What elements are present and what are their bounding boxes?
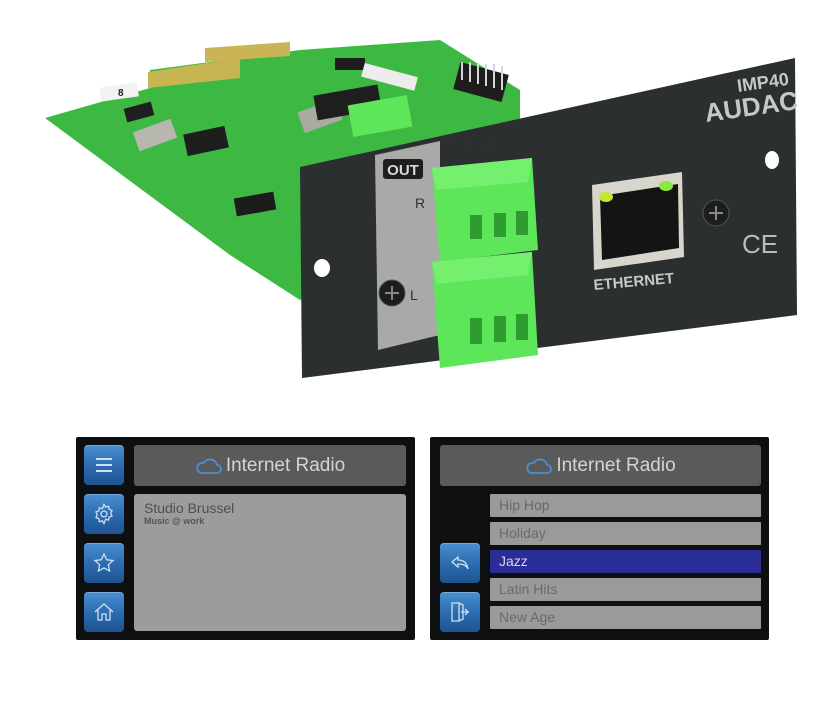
list-item-new-age[interactable]: New Age [490, 606, 761, 629]
hamburger-menu-icon [96, 458, 112, 472]
cloud-icon [196, 458, 222, 474]
title-text: Internet Radio [556, 454, 676, 476]
activity-led [659, 181, 673, 191]
ce-mark: CE [742, 229, 778, 259]
now-playing-panel: Studio Brussel Music @ work [134, 494, 406, 631]
title-text: Internet Radio [225, 454, 346, 476]
exit-button[interactable] [440, 592, 480, 632]
screen-now-playing: Internet Radio Studio Brussel Music @ wo… [76, 437, 415, 640]
channel-r-label: R [415, 195, 425, 211]
terminal-block-l [432, 252, 538, 368]
list-item-hip-hop[interactable]: Hip Hop [490, 494, 761, 517]
back-arrow-icon [450, 555, 469, 570]
mounting-hole-left [314, 259, 330, 277]
ethernet-label: ETHERNET [593, 270, 675, 294]
title-bar: Internet Radio [134, 445, 406, 486]
ethernet-port [592, 172, 684, 270]
list-item-jazz[interactable]: Jazz [490, 550, 761, 573]
station-subtitle: Music @ work [144, 516, 205, 526]
menu-button[interactable] [84, 445, 124, 485]
cloud-icon [526, 458, 553, 474]
list-item-holiday[interactable]: Holiday [490, 522, 761, 545]
station-name: Studio Brussel [144, 500, 235, 516]
terminal-minus-label: − [445, 136, 453, 151]
gear-icon [95, 503, 113, 525]
svg-text:8: 8 [118, 88, 124, 99]
home-button[interactable] [84, 592, 124, 632]
mounting-hole-right [765, 151, 779, 169]
home-icon [94, 603, 114, 621]
favorites-button[interactable] [84, 543, 124, 583]
terminal-ground-label: ⊥ [484, 134, 495, 149]
exit-door-icon [451, 602, 469, 622]
star-icon [93, 552, 115, 573]
settings-button[interactable] [84, 494, 124, 534]
product-photo: 8 OUT R L − + ⊥ [45, 40, 800, 378]
back-button[interactable] [440, 543, 480, 583]
terminal-plus-label: + [464, 136, 472, 151]
channel-l-label: L [410, 287, 418, 303]
title-bar: Internet Radio [440, 445, 761, 486]
out-label: OUT [387, 162, 419, 179]
out-label-bg [383, 159, 423, 179]
terminal-block-r [432, 158, 538, 262]
screen-genre-list: Internet Radio Hip Hop Holiday Jazz Lati… [430, 437, 769, 640]
list-item-latin-hits[interactable]: Latin Hits [490, 578, 761, 601]
link-led [599, 192, 613, 202]
